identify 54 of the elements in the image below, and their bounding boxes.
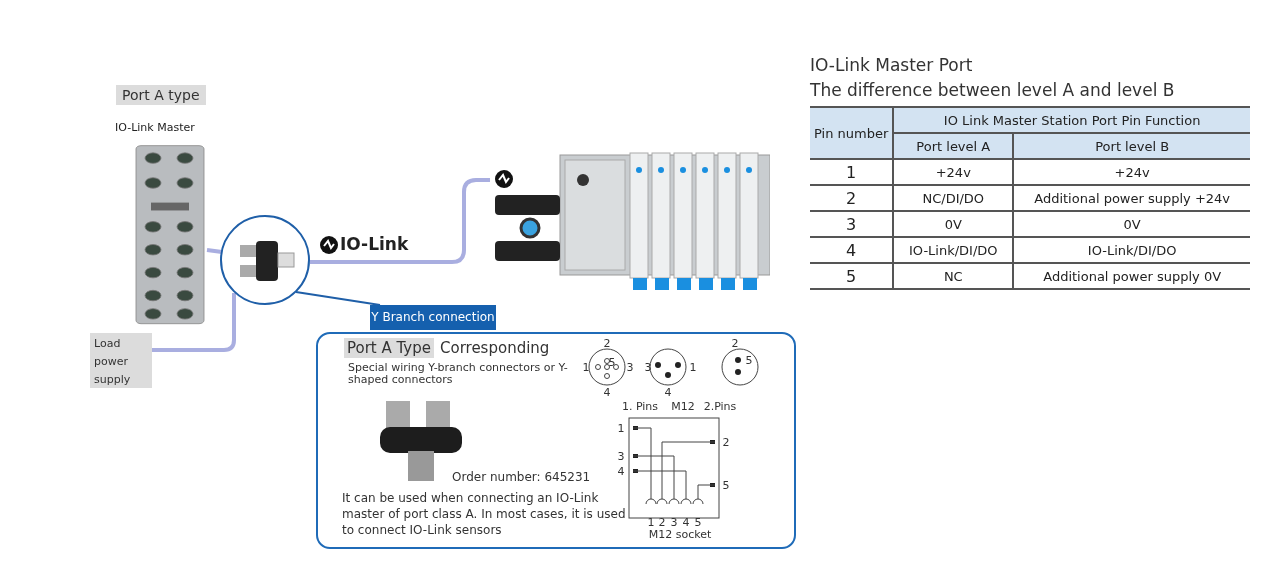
pin-caption: 1. Pins <box>621 400 659 412</box>
pin-number: 5 <box>722 479 730 491</box>
pin-number: 2 <box>658 516 666 528</box>
table-cell: Port level B <box>1013 133 1250 159</box>
table-cell: IO-Link/DI/DO <box>1013 237 1250 263</box>
pin-caption: 2.Pins <box>703 400 737 412</box>
table-cell: NC <box>893 263 1014 289</box>
pin-number: 2 <box>722 436 730 448</box>
pin-number: 4 <box>664 386 672 398</box>
table-cell: Additional power supply +24v <box>1013 185 1250 211</box>
table-title: The difference between level A and level B <box>810 80 1175 100</box>
table-cell: 0V <box>1013 211 1250 237</box>
pin-number: 1 <box>689 361 697 373</box>
pin-number: 5 <box>608 356 616 368</box>
pin-number: 1 <box>647 516 655 528</box>
table-cell: NC/DI/DO <box>893 185 1014 211</box>
heading-label: Corresponding <box>440 339 550 357</box>
power-supply-label: Load power supply <box>94 336 132 388</box>
pin-number: 3 <box>617 450 625 462</box>
pin-number: 5 <box>694 516 702 528</box>
table-cell: 4 <box>810 237 894 263</box>
pin-number: 4 <box>617 465 625 477</box>
table-cell: Additional power supply 0V <box>1013 263 1250 289</box>
table-cell: 1 <box>810 159 894 185</box>
pin-number: 1 <box>617 422 625 434</box>
pin-number: 5 <box>745 354 753 366</box>
table-cell: 3 <box>810 211 894 237</box>
pin-number: 4 <box>682 516 690 528</box>
table-title: IO-Link Master Port <box>810 55 973 75</box>
table-cell: Port level A <box>893 133 1014 159</box>
table-cell: +24v <box>893 159 1014 185</box>
table-cell: IO-Link/DI/DO <box>893 237 1014 263</box>
pin-number: 3 <box>670 516 678 528</box>
order-number-text: Order number: 645231 <box>452 470 591 484</box>
socket-label: M12 socket <box>648 528 712 540</box>
table-cell: +24v <box>1013 159 1250 185</box>
device-caption: IO-Link Master <box>115 121 195 134</box>
pin-number: 4 <box>603 386 611 398</box>
pin-number: 3 <box>626 361 634 373</box>
heading-label: Port A type <box>116 85 206 105</box>
description-text: It can be used when connecting an IO-Link master of port class A. In most cases, it is used to connect IO-Link sensors <box>342 490 627 538</box>
pin-number: 1 <box>582 361 590 373</box>
pin-number: 3 <box>644 361 652 373</box>
table-cell: IO Link Master Station Port Pin Function <box>893 107 1250 133</box>
pin-number: 2 <box>731 337 739 349</box>
tab-label: Y Branch connection <box>370 305 496 330</box>
description-text: Special wiring Y-branch connectors or Y-shaped connectors <box>348 362 568 386</box>
table-cell: Pin number <box>810 107 894 159</box>
heading-label: Port A Type <box>344 338 434 358</box>
pin-caption: M12 <box>671 400 695 412</box>
table-cell: 5 <box>810 263 894 289</box>
pin-number: 2 <box>603 337 611 349</box>
table-cell: 0V <box>893 211 1014 237</box>
table-cell: 2 <box>810 185 894 211</box>
